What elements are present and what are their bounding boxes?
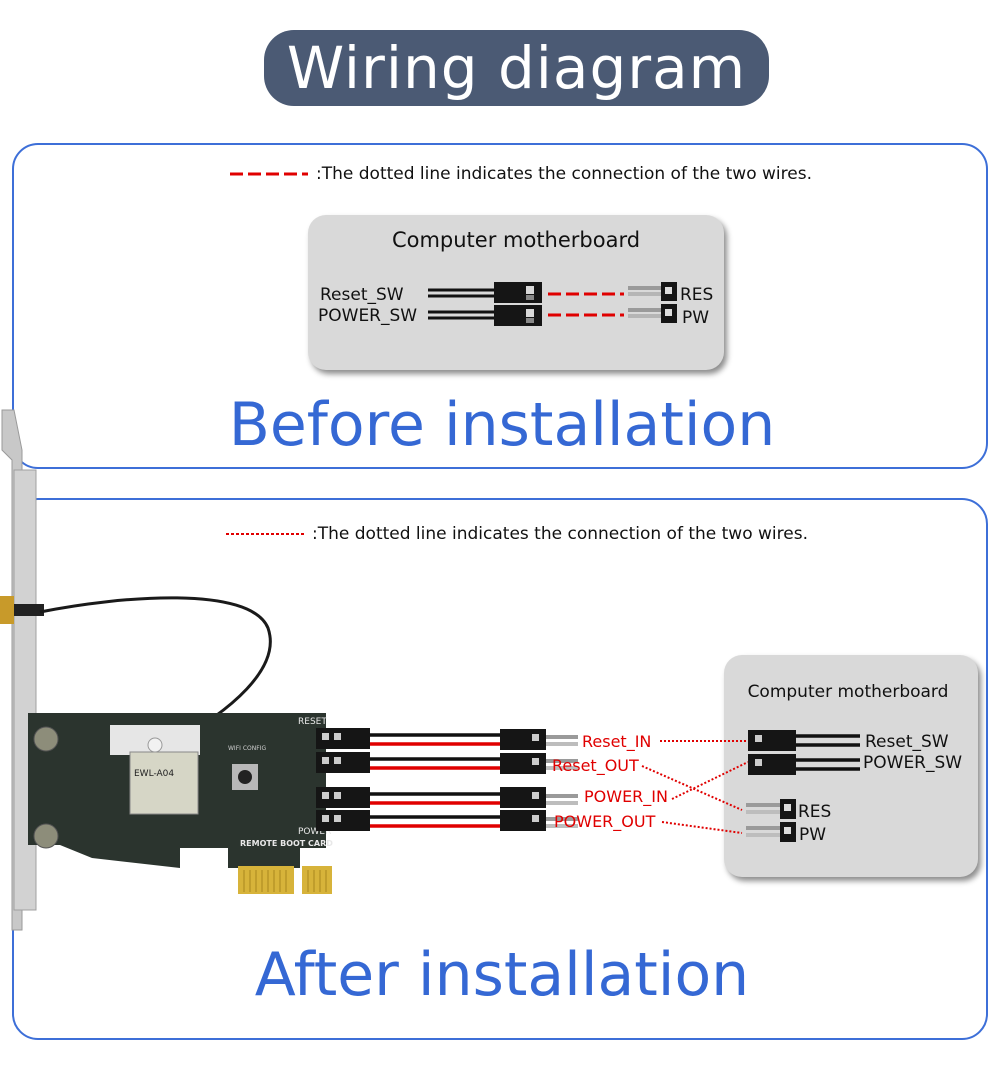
before-pw-label: PW [682, 308, 709, 328]
before-reset-cable [428, 282, 542, 303]
pcie-remote-boot-card: EWL-A04 WIFI CONFIG REMOTE BOOT CARD RES… [28, 713, 333, 894]
after-mobo-title: Computer motherboard [748, 682, 949, 702]
before-power-sw-label: POWER_SW [318, 306, 417, 326]
module-label: EWL-A04 [134, 769, 174, 779]
power-out-label: POWER_OUT [554, 812, 656, 832]
after-legend: :The dotted line indicates the connectio… [226, 524, 808, 544]
wifi-config-label: WIFI CONFIG [228, 745, 266, 752]
after-res-label: RES [798, 802, 831, 822]
before-mobo-title: Computer motherboard [392, 228, 640, 252]
card-reset-label: RESET [298, 717, 327, 727]
board-label: REMOTE BOOT CARD [240, 839, 333, 848]
red-dotted-line-icon [226, 533, 304, 535]
before-legend-text: :The dotted line indicates the connectio… [316, 164, 812, 184]
after-mobo-cables [748, 730, 860, 775]
reset-in-label: Reset_IN [582, 732, 651, 752]
dotted-connections [641, 740, 749, 834]
after-legend-text: :The dotted line indicates the connectio… [312, 524, 808, 544]
antenna-connector-icon [0, 596, 14, 624]
after-reset-sw-label: Reset_SW [865, 732, 949, 752]
pci-bracket [0, 409, 44, 931]
wifi-module [129, 751, 199, 815]
antenna-cable [39, 596, 272, 746]
after-mobo-headers [746, 799, 796, 842]
screw-icon [33, 726, 59, 752]
before-installation-panel: :The dotted line indicates the connectio… [12, 143, 988, 469]
before-motherboard-diagram: Computer motherboard Reset_SW POWER_SW [318, 228, 713, 328]
after-heading: After installation [254, 940, 750, 1010]
before-heading: Before installation [228, 390, 776, 460]
card-cables [370, 729, 578, 831]
before-motherboard-box: Computer motherboard Reset_SW POWER_SW [308, 215, 724, 370]
before-res-header [628, 282, 677, 301]
power-in-label: POWER_IN [584, 787, 668, 807]
before-pw-header [628, 304, 677, 323]
red-dashed-line-icon [230, 172, 308, 176]
before-res-label: RES [680, 285, 713, 305]
before-power-cable [428, 305, 542, 326]
card-header-pins [316, 728, 370, 831]
reset-out-label: Reset_OUT [552, 756, 639, 776]
after-pw-label: PW [799, 825, 826, 845]
after-power-sw-label: POWER_SW [863, 753, 962, 773]
page-title: Wiring diagram [264, 30, 769, 106]
card-power-label: POWER [298, 827, 331, 837]
before-legend: :The dotted line indicates the connectio… [230, 164, 812, 184]
before-reset-sw-label: Reset_SW [320, 285, 404, 305]
screw-icon [33, 823, 59, 849]
